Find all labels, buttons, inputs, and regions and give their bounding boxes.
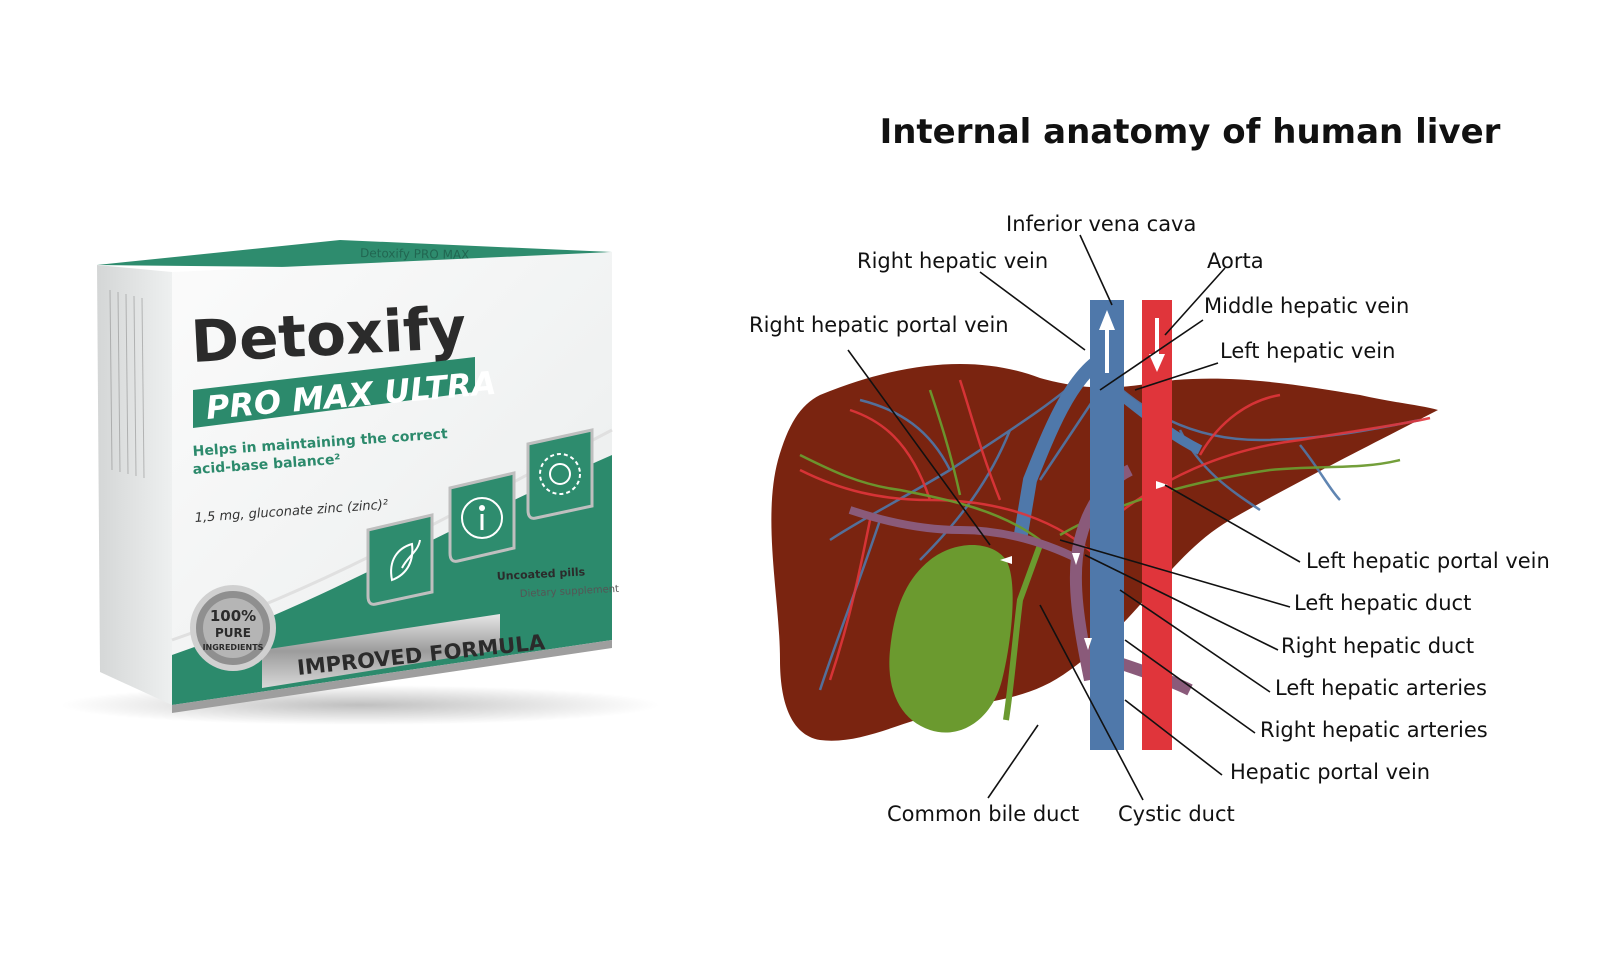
box-top-face [97,240,612,268]
label-right-hepatic-vein: Right hepatic vein [857,249,1048,273]
inferior-vena-cava [1090,300,1124,750]
badge-mid-text: PURE [215,626,251,640]
improved-formula-banner [262,614,500,688]
product-box: Detoxify PRO MAX Detoxify PRO MAX ULTRA … [60,240,660,725]
liver-diagram: Internal anatomy of human liver [720,0,1620,951]
label-middle-hepatic-vein: Middle hepatic vein [1204,294,1409,318]
category-text: Dietary supplement [520,584,620,600]
label-hepatic-portal-vein: Hepatic portal vein [1230,760,1430,784]
top-flap-text: Detoxify PRO MAX [360,246,470,262]
box-side-face [97,265,172,705]
label-left-hepatic-duct: Left hepatic duct [1294,591,1471,615]
label-common-bile-duct: Common bile duct [887,802,1079,826]
diagram-title: Internal anatomy of human liver [879,112,1501,152]
label-right-hepatic-arteries: Right hepatic arteries [1260,718,1488,742]
label-inferior-vena-cava: Inferior vena cava [1006,212,1196,236]
pill-type-text: Uncoated pills [496,565,585,583]
brand-name: Detoxify [189,294,468,376]
label-left-hepatic-vein: Left hepatic vein [1220,339,1395,363]
purity-badge: 100% PURE INGREDIENTS [190,585,276,671]
product-image: Detoxify PRO MAX Detoxify PRO MAX ULTRA … [0,0,700,951]
badge-bottom-text: INGREDIENTS [203,643,264,652]
badge-top-text: 100% [210,607,256,625]
label-cystic-duct: Cystic duct [1118,802,1235,826]
aorta [1142,300,1172,750]
label-right-hepatic-duct: Right hepatic duct [1281,634,1474,658]
person-cycle-icon [448,471,516,563]
label-left-hepatic-arteries: Left hepatic arteries [1275,676,1487,700]
gear-circle-icon [526,428,594,520]
label-aorta: Aorta [1207,249,1264,273]
label-left-hepatic-portal-vein: Left hepatic portal vein [1306,549,1550,573]
label-right-hepatic-portal-vein: Right hepatic portal vein [749,313,1009,337]
gallbladder [889,545,1013,733]
leaf-flame-icon [366,513,434,606]
subtitle-ribbon [193,357,475,428]
liver-illustration: Inferior vena cava Right hepatic vein Ao… [749,212,1550,826]
